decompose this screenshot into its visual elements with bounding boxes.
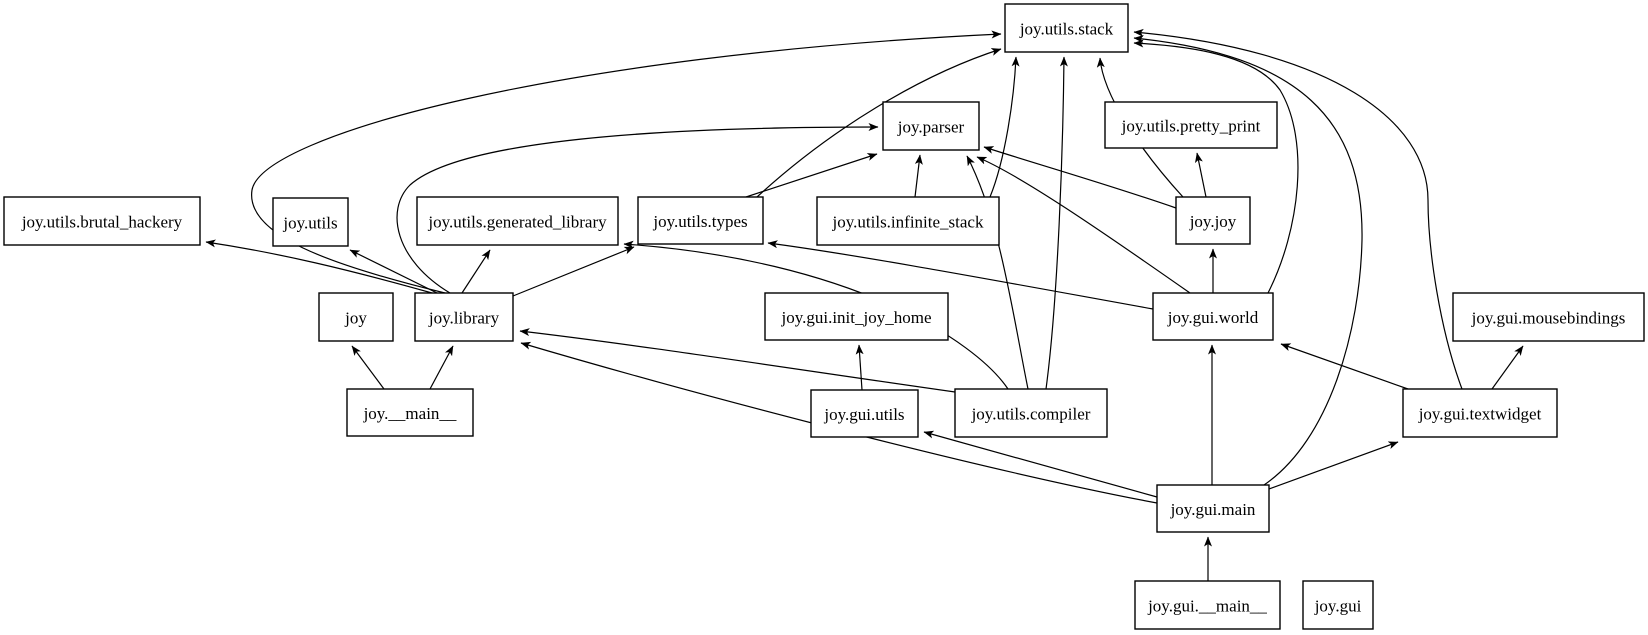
node-box-joy-utils [272, 197, 349, 247]
node-joy-gui-main: joy.gui.main [1156, 484, 1270, 533]
edge-joy-utils-types-to-joy-utils-stack [756, 48, 1002, 198]
node-label-joy-utils: joy.utils [282, 214, 337, 233]
edge-joy-library-to-joy-parser [396, 123, 879, 294]
node-label-joy-library: joy.library [428, 309, 500, 328]
node-joy-gui-main-main: joy.gui.__main__ [1134, 580, 1281, 630]
node-box-joy-utils-compiler [954, 388, 1108, 438]
edge-joy-library-to-joy-utils-stack [251, 30, 1002, 294]
node-label-joy-gui-utils: joy.gui.utils [823, 405, 904, 424]
node-box-joy-gui [1302, 580, 1374, 630]
node-label-joy-main: joy.__main__ [363, 404, 457, 423]
edge-joy-joy-to-joy-utils-pretty-print [1194, 152, 1207, 198]
node-joy-utils-brutal-hackery: joy.utils.brutal_hackery [3, 196, 201, 246]
node-box-joy-gui-world [1152, 292, 1274, 341]
node-box-joy-utils-brutal-hackery [3, 196, 201, 246]
node-box-joy-gui-main-main [1134, 580, 1281, 630]
node-joy-utils-stack: joy.utils.stack [1004, 3, 1129, 53]
node-joy-gui-world: joy.gui.world [1152, 292, 1274, 341]
edge-joy-gui-textwidget-to-joy-gui-world [1280, 343, 1409, 390]
node-box-joy-joy [1175, 196, 1251, 245]
edge-joy-utils-compiler-to-joy-parser [966, 155, 1029, 390]
edge-joy-gui-main-to-joy-gui-utils [923, 430, 1158, 498]
node-box-joy-parser [882, 101, 980, 151]
edge-joy-gui-textwidget-to-joy-utils-stack [1133, 28, 1463, 390]
node-box-joy-gui-utils [810, 389, 919, 438]
edge-joy-main-to-joy [351, 345, 385, 390]
node-box-joy-utils-pretty-print [1104, 101, 1278, 149]
edge-joy-utils-types-to-joy-parser [745, 153, 878, 198]
edge-joy-gui-textwidget-to-joy-gui-mousebindings [1491, 345, 1524, 390]
node-box-joy-gui-textwidget [1402, 388, 1558, 438]
edge-joy-utils-infinite-stack-to-joy-utils-stack [989, 56, 1020, 198]
node-label-joy-gui-main: joy.gui.main [1170, 500, 1256, 519]
node-joy-gui-mousebindings: joy.gui.mousebindings [1452, 292, 1645, 342]
node-box-joy-gui-init-joy-home [764, 292, 949, 341]
node-label-joy-utils-infinite-stack: joy.utils.infinite_stack [832, 213, 984, 232]
node-label-joy-gui: joy.gui [1314, 597, 1362, 616]
node-label-joy: joy [344, 309, 367, 328]
edge-joy-gui-utils-to-joy-gui-init-joy-home [855, 344, 864, 391]
edge-joy-library-to-joy-utils-types [512, 246, 635, 297]
node-box-joy-main [346, 388, 474, 437]
node-label-joy-gui-main-main: joy.gui.__main__ [1147, 597, 1267, 616]
node-joy-utils-types: joy.utils.types [637, 196, 764, 245]
node-joy-utils: joy.utils [272, 197, 349, 247]
node-box-joy-utils-stack [1004, 3, 1129, 53]
node-joy-gui-init-joy-home: joy.gui.init_joy_home [764, 292, 949, 341]
node-joy: joy [318, 292, 394, 342]
node-box-joy [318, 292, 394, 342]
node-label-joy-gui-world: joy.gui.world [1167, 308, 1259, 327]
node-box-joy-library [414, 292, 514, 342]
node-joy-utils-infinite-stack: joy.utils.infinite_stack [816, 196, 1000, 246]
edge-joy-gui-world-to-joy-parser [976, 156, 1191, 294]
node-box-joy-gui-mousebindings [1452, 292, 1645, 342]
node-box-joy-gui-main [1156, 484, 1270, 533]
node-label-joy-gui-textwidget: joy.gui.textwidget [1418, 405, 1542, 424]
node-joy-utils-pretty-print: joy.utils.pretty_print [1104, 101, 1278, 149]
node-label-joy-joy: joy.joy [1189, 212, 1237, 231]
node-joy-gui-utils: joy.gui.utils [810, 389, 919, 438]
edge-joy-joy-to-joy-parser [983, 146, 1177, 209]
edge-joy-utils-compiler-to-joy-utils-stack [1045, 56, 1068, 390]
edge-joy-gui-world-to-joy-utils-types [767, 240, 1154, 310]
node-joy-gui-textwidget: joy.gui.textwidget [1402, 388, 1558, 438]
node-joy-utils-compiler: joy.utils.compiler [954, 388, 1108, 438]
edge-joy-utils-infinite-stack-to-joy-parser [914, 154, 923, 198]
edge-joy-library-to-joy-utils-generated-library [461, 249, 491, 294]
edge-joy-gui-world-to-joy-utils-stack [1133, 39, 1299, 294]
node-box-joy-utils-infinite-stack [816, 196, 1000, 246]
edge-joy-gui-main-to-joy-utils-stack [1133, 34, 1363, 486]
node-label-joy-utils-pretty-print: joy.utils.pretty_print [1121, 117, 1261, 136]
node-joy-utils-generated-library: joy.utils.generated_library [416, 196, 619, 246]
node-label-joy-gui-init-joy-home: joy.gui.init_joy_home [780, 308, 931, 327]
node-label-joy-utils-types: joy.utils.types [652, 212, 747, 231]
edge-joy-library-to-joy-utils [349, 249, 438, 294]
node-label-joy-gui-mousebindings: joy.gui.mousebindings [1471, 309, 1626, 328]
edge-joy-library-to-joy-utils-brutal-hackery [205, 239, 433, 294]
node-joy-parser: joy.parser [882, 101, 980, 151]
node-label-joy-utils-compiler: joy.utils.compiler [971, 405, 1091, 424]
node-label-joy-utils-generated-library: joy.utils.generated_library [427, 213, 607, 232]
node-label-joy-utils-brutal-hackery: joy.utils.brutal_hackery [21, 213, 183, 232]
node-box-joy-utils-generated-library [416, 196, 619, 246]
edge-joy-gui-main-to-joy-gui-textwidget [1268, 441, 1399, 490]
node-joy-main: joy.__main__ [346, 388, 474, 437]
node-joy-gui: joy.gui [1302, 580, 1374, 630]
edge-joy-utils-compiler-to-joy-library [519, 328, 956, 393]
node-label-joy-utils-stack: joy.utils.stack [1019, 20, 1114, 39]
node-joy-joy: joy.joy [1175, 196, 1251, 245]
node-label-joy-parser: joy.parser [897, 118, 965, 137]
node-box-joy-utils-types [637, 196, 764, 245]
node-joy-library: joy.library [414, 292, 514, 342]
edge-joy-main-to-joy-library [429, 345, 454, 390]
